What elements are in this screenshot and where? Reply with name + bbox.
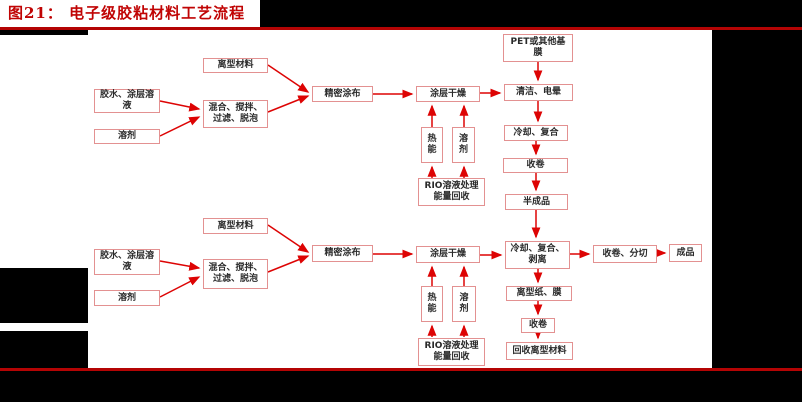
node-release-paper-film: 离型纸、膜 [506,286,572,301]
node-rio-recovery-1: RIO溶液处理 能量回收 [418,178,485,206]
arrow-solventa1-mix1 [159,116,201,137]
node-precision-coating-2: 精密涂布 [312,245,373,262]
node-recycle-release-material: 回收离型材料 [506,342,573,360]
figure-title: 图21： 电子级胶粘材料工艺流程 [8,4,246,22]
node-solvent-a-1: 溶剂 [94,129,160,144]
node-coating-drying-2: 涂层干燥 [416,246,480,263]
node-glue-1: 胶水、涂层溶 液 [94,89,160,113]
bottom-mask [0,371,802,402]
node-finished-product: 成品 [669,244,702,262]
node-solvent-a-2: 溶剂 [94,290,160,306]
left-lower-mask [0,268,88,323]
node-release-material-1: 离型材料 [203,58,268,73]
node-solvent-b-1: 溶 剂 [452,127,475,163]
footer-accent-bar [0,331,88,368]
right-mask [712,30,802,370]
node-cool-laminate: 冷却、复合 [504,125,568,141]
node-semi-finished: 半成品 [505,194,568,210]
node-pet-base-film: PET或其他基 膜 [503,34,573,62]
node-solvent-b-2: 溶 剂 [452,286,476,322]
arrow-release2-coat2 [267,224,310,253]
node-heat-energy-1: 热 能 [421,127,443,163]
node-release-material-2: 离型材料 [203,218,268,234]
header-rule [0,27,802,30]
node-winding-1: 收卷 [503,158,568,173]
footer-rule [0,368,802,371]
node-coating-drying-1: 涂层干燥 [416,86,480,102]
arrow-glue1-mix1 [159,100,201,112]
node-clean-corona: 清洁、电晕 [504,84,573,101]
node-mix-2: 混合、搅拌、 过滤、脱泡 [203,259,268,289]
header-accent-bar [0,30,88,35]
arrow-solventa2-mix2 [159,276,201,298]
arrow-glue2-mix2 [159,260,201,271]
node-heat-energy-2: 热 能 [421,286,443,322]
node-precision-coating-1: 精密涂布 [312,86,373,102]
node-rio-recovery-2: RIO溶液处理 能量回收 [418,338,485,366]
node-winding-slitting: 收卷、分切 [593,245,657,263]
top-right-mask [260,0,802,27]
node-winding-2: 收卷 [521,318,555,333]
node-glue-2: 胶水、涂层溶 液 [94,249,160,275]
node-mix-1: 混合、搅拌、 过滤、脱泡 [203,100,268,128]
node-cool-laminate-peel: 冷却、复合、 剥离 [505,241,570,269]
arrow-mix1-coat1 [267,95,310,113]
arrow-release1-coat1 [267,64,310,93]
arrow-mix2-coat2 [267,255,310,273]
